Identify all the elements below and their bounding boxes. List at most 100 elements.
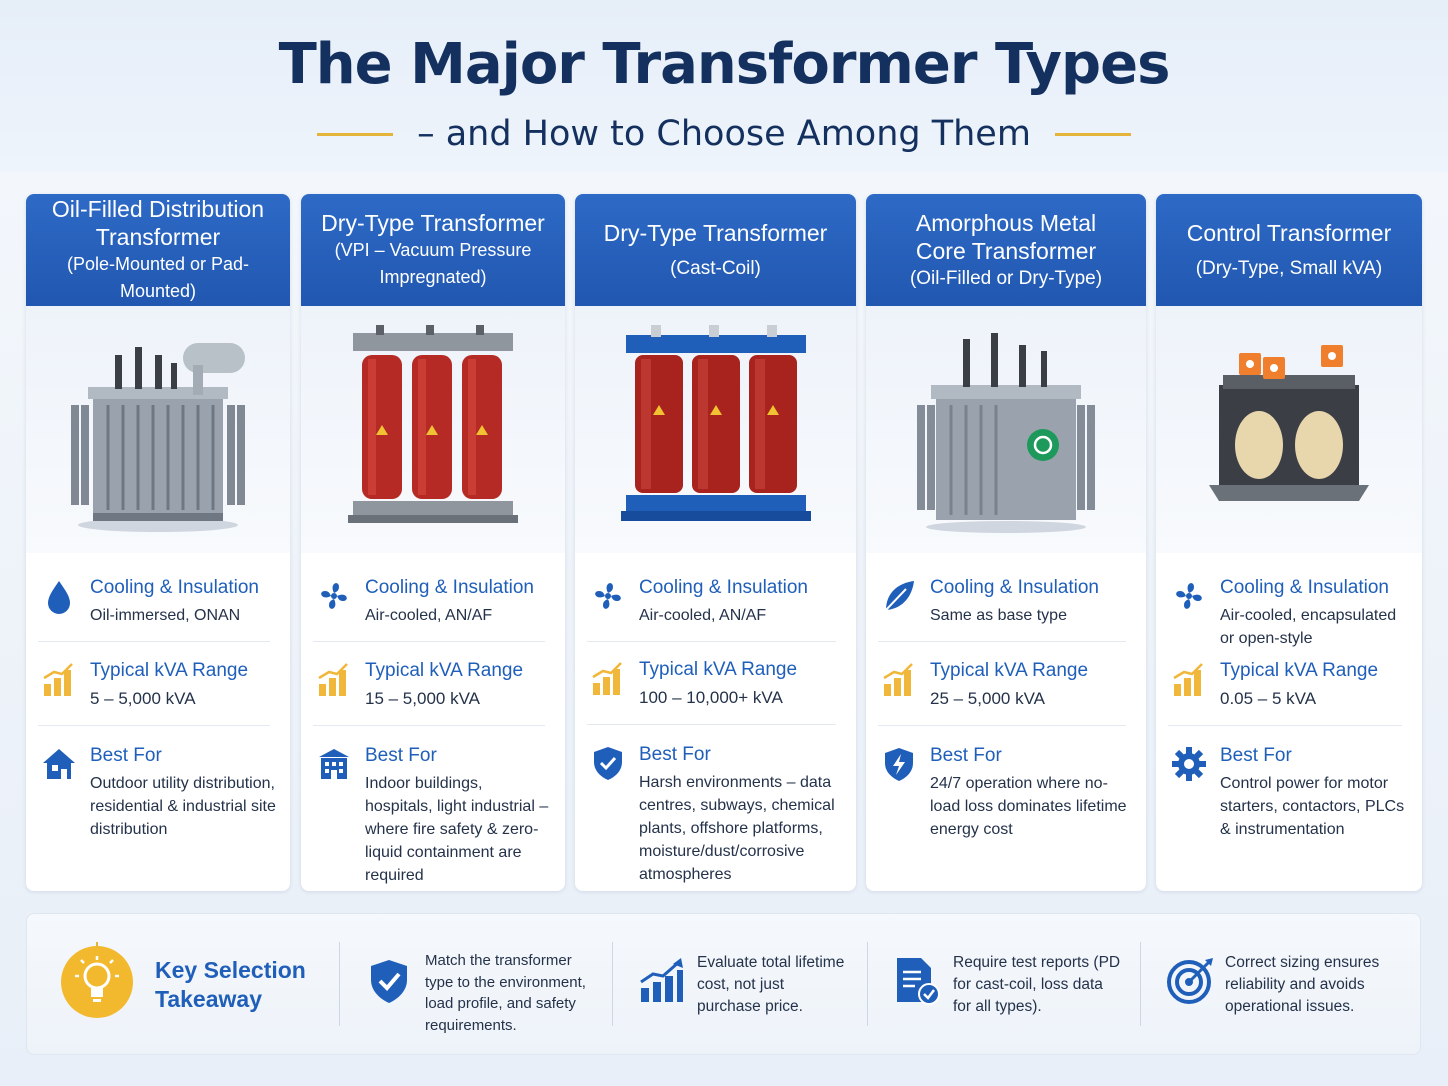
bar-chart-icon <box>592 662 622 695</box>
cooling-label: Cooling & Insulation <box>1220 577 1389 598</box>
best-for-value: Control power for motor starters, contac… <box>1220 775 1405 838</box>
takeaway-text: Match the transformer type to the enviro… <box>425 952 586 1034</box>
takeaway-divider <box>339 942 340 1026</box>
kva-label: Typical kVA Range <box>90 660 249 681</box>
bar-chart-icon <box>883 663 913 696</box>
best-for-value: Indoor buildings, hospitals, light indus… <box>365 775 549 884</box>
kva-label: Typical kVA Range <box>930 660 1089 681</box>
takeaway-item: Require test reports (PD for cast-coil, … <box>893 914 1133 1056</box>
best-for-label: Best For <box>365 745 437 766</box>
takeaway-text: Require test reports (PD for cast-coil, … <box>953 954 1121 1015</box>
takeaway-divider <box>1140 942 1141 1026</box>
cooling-section: Cooling & Insulation Air-cooled, AN/AF <box>587 577 844 647</box>
takeaway-divider <box>867 942 868 1026</box>
cast-coil-transformer-image <box>575 306 856 553</box>
takeaway-item: Evaluate total lifetime cost, not just p… <box>637 914 867 1056</box>
card-title: Amorphous Metal Core Transformer <box>915 209 1097 264</box>
gold-divider-right <box>1054 132 1131 136</box>
subtitle-row: – and How to Choose Among Them <box>0 110 1448 158</box>
fan-icon <box>1176 583 1202 609</box>
water-drop-icon <box>48 581 70 614</box>
best-for-value: Outdoor utility distribution, residentia… <box>90 775 276 838</box>
target-icon <box>1167 958 1213 1004</box>
best-for-value: 24/7 operation where no-load loss domina… <box>930 775 1127 838</box>
section-divider <box>313 725 545 726</box>
section-divider <box>587 641 836 642</box>
best-for-value: Harsh environments – data centres, subwa… <box>639 774 835 883</box>
building-icon <box>319 749 349 779</box>
bar-chart-icon <box>43 663 73 696</box>
takeaway-text: Correct sizing ensures reliability and a… <box>1225 954 1380 1015</box>
kva-section: Typical kVA Range 25 – 5,000 kVA <box>878 660 1134 720</box>
fan-icon <box>595 583 621 609</box>
cooling-value: Air-cooled, encapsulated or open-style <box>1220 607 1397 647</box>
amorphous-transformer-image <box>866 306 1146 553</box>
gold-divider-left <box>317 132 394 136</box>
kva-value: 25 – 5,000 kVA <box>930 689 1045 708</box>
cooling-value: Air-cooled, AN/AF <box>365 607 493 624</box>
kva-value: 100 – 10,000+ kVA <box>639 688 783 707</box>
card-header: Control Transformer (Dry-Type, Small kVA… <box>1156 194 1422 306</box>
kva-section: Typical kVA Range 15 – 5,000 kVA <box>313 660 553 720</box>
card-title: Oil-Filled Distribution Transformer <box>51 196 265 250</box>
best-for-label: Best For <box>930 745 1002 766</box>
section-divider <box>38 725 270 726</box>
best-for-section: Best For Harsh environments – data centr… <box>587 744 844 883</box>
kva-section: Typical kVA Range 0.05 – 5 kVA <box>1168 660 1410 720</box>
key-takeaway-panel: Key Selection Takeaway Match the transfo… <box>26 913 1421 1055</box>
kva-label: Typical kVA Range <box>1220 660 1379 681</box>
card-header: Dry-Type Transformer (VPI – Vacuum Press… <box>301 194 565 306</box>
page-subtitle: – and How to Choose Among Them <box>417 114 1031 154</box>
cooling-label: Cooling & Insulation <box>639 577 808 598</box>
takeaway-item: Match the transformer type to the enviro… <box>365 914 605 1056</box>
shield-check-icon <box>594 747 622 780</box>
lightbulb-icon <box>61 942 133 1018</box>
house-icon <box>43 749 75 779</box>
card-dry-type-vpi: Dry-Type Transformer (VPI – Vacuum Press… <box>301 194 565 891</box>
card-subtitle: (Cast-Coil) <box>670 257 761 279</box>
section-divider <box>587 724 836 725</box>
kva-label: Typical kVA Range <box>639 659 798 680</box>
best-for-section: Best For Indoor buildings, hospitals, li… <box>313 745 553 884</box>
section-divider <box>38 641 270 642</box>
kva-section: Typical kVA Range 5 – 5,000 kVA <box>38 660 278 720</box>
cooling-section: Cooling & Insulation Air-cooled, AN/AF <box>313 577 553 647</box>
cooling-label: Cooling & Insulation <box>90 577 259 598</box>
cooling-value: Air-cooled, AN/AF <box>639 607 767 624</box>
card-subtitle: (Oil-Filled or Dry-Type) <box>909 267 1103 289</box>
cooling-value: Oil-immersed, ONAN <box>90 607 241 624</box>
card-amorphous-metal: Amorphous Metal Core Transformer (Oil-Fi… <box>866 194 1146 891</box>
card-header: Dry-Type Transformer (Cast-Coil) <box>575 194 856 306</box>
card-title: Dry-Type Transformer <box>603 219 828 246</box>
best-for-label: Best For <box>639 744 711 765</box>
section-divider <box>1168 725 1402 726</box>
card-oil-filled: Oil-Filled Distribution Transformer (Pol… <box>26 194 290 891</box>
takeaway-title: Key Selection Takeaway <box>155 957 306 1012</box>
card-control-transformer: Control Transformer (Dry-Type, Small kVA… <box>1156 194 1422 891</box>
kva-value: 15 – 5,000 kVA <box>365 689 480 708</box>
oil-filled-transformer-image <box>26 306 290 553</box>
vpi-transformer-image <box>301 306 565 553</box>
best-for-label: Best For <box>1220 745 1292 766</box>
best-for-section: Best For Outdoor utility distribution, r… <box>38 745 278 855</box>
kva-section: Typical kVA Range 100 – 10,000+ kVA <box>587 659 844 719</box>
card-subtitle: (Dry-Type, Small kVA) <box>1195 257 1383 279</box>
control-transformer-image <box>1156 306 1422 553</box>
card-dry-type-cast-coil: Dry-Type Transformer (Cast-Coil) <box>575 194 856 891</box>
document-check-icon <box>897 958 940 1005</box>
leaf-icon <box>885 581 914 611</box>
cooling-section: Cooling & Insulation Oil-immersed, ONAN <box>38 577 278 647</box>
cooling-label: Cooling & Insulation <box>930 577 1099 598</box>
section-divider <box>878 641 1126 642</box>
section-divider <box>313 641 545 642</box>
bar-chart-icon <box>318 663 348 696</box>
growth-chart-icon <box>640 958 683 1002</box>
header-band: The Major Transformer Types – and How to… <box>0 0 1448 172</box>
takeaway-text: Evaluate total lifetime cost, not just p… <box>697 954 845 1015</box>
best-for-label: Best For <box>90 745 162 766</box>
cooling-section: Cooling & Insulation Same as base type <box>878 577 1134 647</box>
gear-icon <box>1172 747 1206 781</box>
cooling-value: Same as base type <box>930 607 1067 624</box>
kva-value: 0.05 – 5 kVA <box>1220 689 1317 708</box>
takeaway-divider <box>612 942 613 1026</box>
